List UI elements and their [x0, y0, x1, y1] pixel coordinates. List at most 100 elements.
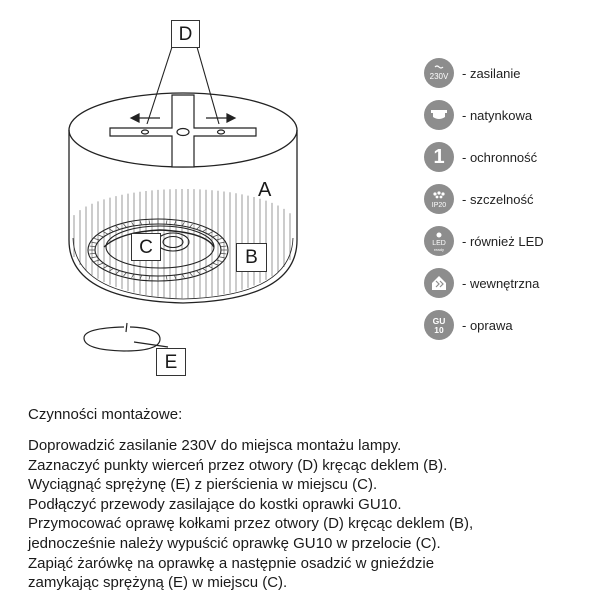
ring-tick [173, 220, 177, 226]
label-e: E [156, 348, 186, 376]
ring-tick [89, 253, 96, 255]
ring-tick [220, 253, 227, 255]
legend-text-protection: - ochronność [462, 149, 538, 165]
drill-hole-right [216, 129, 226, 135]
ring-tick [131, 222, 135, 227]
ring-tick [98, 234, 104, 238]
instruction-line: jednocześnie należy wypuścić oprawkę GU1… [28, 534, 441, 552]
instruction-line: zamykając sprężyną (E) w miejscu (C). [28, 574, 288, 592]
legend-text-led: - również LED [462, 233, 544, 249]
ring-tick [103, 265, 109, 269]
instruction-line: Doprowadzić zasilanie 230V do miejsca mo… [28, 437, 402, 454]
svg-text:230V: 230V [430, 72, 449, 81]
legend-row-indoor: - wewnętrzna [424, 268, 539, 298]
ring-tick [91, 256, 98, 259]
ring-tick [218, 256, 225, 259]
drill-hole-left [140, 129, 150, 135]
ring-tick [196, 270, 201, 275]
instruction-line: Zapiąć żarówkę na oprawkę a następnie os… [28, 554, 435, 572]
legend-text-ip: - szczelność [462, 191, 534, 207]
ring-tick [216, 259, 222, 262]
voltage-icon: 230V [424, 58, 454, 88]
ring-tick [165, 220, 168, 225]
instruction-line: Przymocować oprawę kołkami przez otwory … [28, 515, 474, 533]
ring-tick [94, 238, 100, 241]
ring-tick [148, 220, 151, 225]
label-d: D [171, 20, 200, 48]
ring-tick [218, 241, 225, 244]
installation-instructions: Czynności montażowe: Doprowadzić zasilan… [28, 406, 588, 593]
ring-tick [196, 225, 201, 230]
ring-tick [216, 238, 222, 241]
legend-text-indoor: - wewnętrzna [462, 275, 540, 291]
ring-tick [212, 262, 218, 266]
shade-bottom-rim [68, 239, 298, 304]
ring-tick [139, 220, 143, 226]
rotation-arrows [129, 113, 237, 123]
ring-tick [148, 275, 151, 280]
svg-text:ready: ready [434, 247, 444, 252]
ring-tick [202, 228, 207, 232]
legend-row-protection: 1 - ochronność [424, 142, 537, 172]
legend-text-gu10: - oprawa [462, 317, 513, 333]
ring-tick [181, 273, 185, 278]
ring-tick [123, 272, 127, 277]
legend-row-gu10: GU 10 - oprawa [424, 310, 513, 340]
spring-clip [83, 322, 169, 352]
surface-mount-icon [424, 100, 454, 130]
legend-row-ip: IP20 - szczelność [424, 184, 534, 214]
led-icon: LED ready [424, 226, 454, 256]
ring-tick [207, 231, 213, 235]
legend-text-power: - zasilanie [462, 65, 521, 81]
instructions-title: Czynności montażowe: [28, 406, 183, 423]
lamp-drawing [68, 46, 298, 352]
ring-tick [189, 223, 193, 228]
ring-tick [123, 223, 127, 228]
d-leader-lines [146, 46, 220, 125]
gu10-icon: GU 10 [424, 310, 454, 340]
instruction-line: Podłączyć przewody zasilające do kostki … [28, 495, 402, 513]
ring-tick [131, 273, 135, 278]
legend-row-led: LED ready - również LED [424, 226, 544, 256]
ring-tick [181, 222, 185, 227]
legend-row-power: 230V - zasilanie [424, 58, 521, 88]
indoor-icon [424, 268, 454, 298]
legend-text-surface: - natynkowa [462, 107, 533, 123]
svg-text:LED: LED [432, 240, 446, 247]
ring-tick [202, 268, 207, 272]
shade-bottom-rim-inner [72, 237, 294, 300]
ring-tick [139, 274, 143, 280]
ip-rating-icon: IP20 [424, 184, 454, 214]
protection-class-value: 1 [433, 145, 445, 168]
center-hole [176, 127, 190, 137]
label-b: B [236, 243, 267, 272]
label-c: C [131, 233, 161, 261]
ring-tick [207, 265, 213, 269]
svg-text:10: 10 [434, 325, 444, 335]
ring-tick [109, 228, 114, 232]
svg-text:IP20: IP20 [432, 202, 447, 209]
ring-tick [189, 272, 193, 277]
ring-tick [115, 270, 120, 275]
ring-tick [94, 259, 100, 262]
ring-tick [91, 241, 98, 244]
instruction-line: Zaznaczyć punkty wierceń przez otwory (D… [28, 456, 448, 474]
ring-tick [220, 245, 227, 247]
instruction-line: Wyciągnąć sprężynę (E) z pierścienia w m… [28, 476, 378, 494]
assembly-diagram: D A B C E [0, 0, 420, 390]
mounting-plate [109, 94, 257, 168]
gu10-socket-ring [87, 218, 229, 282]
protection-class-icon: 1 [424, 142, 454, 172]
ring-tick [103, 231, 109, 235]
legend-row-surface: - natynkowa [424, 100, 532, 130]
ring-tick [98, 262, 104, 266]
label-a: A [258, 179, 272, 201]
ring-tick [89, 245, 96, 247]
ring-tick [173, 274, 177, 280]
ring-tick [109, 268, 114, 272]
socket-ring-ticks [89, 220, 227, 280]
ring-tick [212, 234, 218, 238]
svg-text:GU: GU [433, 316, 446, 326]
ring-tick [115, 225, 120, 230]
ring-tick [165, 275, 168, 280]
